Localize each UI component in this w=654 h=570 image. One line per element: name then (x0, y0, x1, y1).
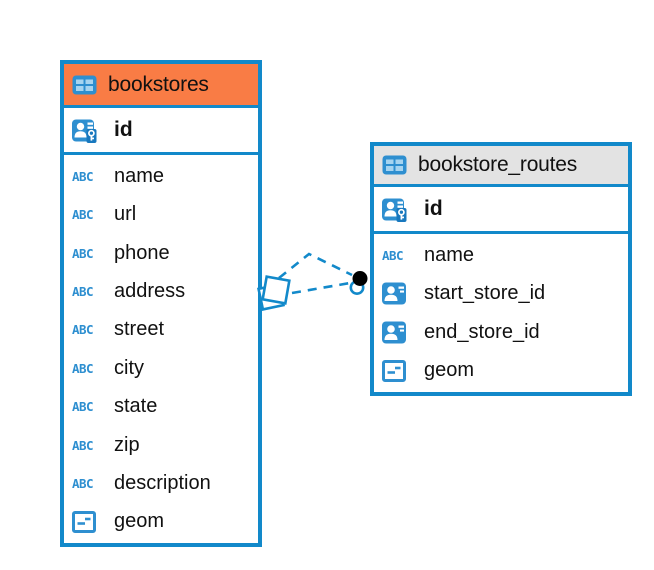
column-label: street (114, 318, 165, 341)
text-type-icon: ABC (382, 247, 404, 263)
relation-line-lower[interactable] (291, 281, 351, 295)
column-label: name (114, 164, 165, 187)
relation-source-diamond-marker[interactable] (257, 275, 291, 311)
table-title: bookstores (108, 72, 209, 96)
column-row-url[interactable]: ABC url (64, 195, 258, 233)
text-type-icon: ABC (72, 437, 94, 453)
column-row-pk-id[interactable]: id (64, 108, 258, 155)
geometry-type-icon (72, 510, 105, 533)
column-row-pk-id[interactable]: id (374, 187, 628, 234)
column-label: end_store_id (424, 320, 540, 343)
column-row-start-store-id[interactable]: start_store_id (374, 275, 628, 314)
column-label: state (114, 395, 158, 418)
text-type-icon: ABC (72, 399, 94, 415)
column-row-name[interactable]: ABC name (64, 157, 258, 195)
column-row-phone[interactable]: ABC phone (64, 234, 258, 272)
column-row-geom[interactable]: geom (374, 352, 628, 391)
text-type-icon: ABC (72, 207, 94, 223)
column-label: zip (114, 433, 140, 456)
table-header-bookstores[interactable]: bookstores (64, 64, 258, 108)
table-bookstores[interactable]: bookstores id ABC (60, 60, 262, 547)
text-type-icon: ABC (72, 245, 94, 261)
column-row-street[interactable]: ABC street (64, 311, 258, 349)
text-type-icon: ABC (72, 360, 94, 376)
geometry-type-icon (382, 359, 415, 382)
column-label: start_store_id (424, 282, 546, 305)
column-label: geom (424, 359, 475, 382)
column-row-zip[interactable]: ABC zip (64, 426, 258, 464)
relation-target-dot-marker[interactable] (349, 271, 368, 295)
column-row-address[interactable]: ABC address (64, 272, 258, 310)
column-label: name (424, 243, 475, 266)
column-list: ABC name ABC url ABC phone ABC address A… (64, 155, 258, 543)
column-row-state[interactable]: ABC state (64, 387, 258, 425)
text-type-icon: ABC (72, 168, 94, 184)
primary-key-person-icon (72, 118, 105, 143)
person-reference-icon (382, 321, 415, 344)
column-label: url (114, 203, 137, 226)
table-header-bookstore-routes[interactable]: bookstore_routes (374, 146, 628, 187)
table-icon (382, 155, 409, 175)
column-row-end-store-id[interactable]: end_store_id (374, 313, 628, 352)
table-title: bookstore_routes (418, 153, 578, 176)
column-label: address (114, 279, 186, 302)
column-label: city (114, 356, 144, 379)
column-list: ABC name start_store_id (374, 234, 628, 392)
person-reference-icon (382, 282, 415, 305)
text-type-icon: ABC (72, 475, 94, 491)
column-label: id (114, 118, 133, 141)
column-row-description[interactable]: ABC description (64, 464, 258, 502)
relation-line-upper[interactable] (278, 252, 353, 280)
table-bookstore-routes[interactable]: bookstore_routes id ABC (370, 142, 632, 396)
text-type-icon: ABC (72, 322, 94, 338)
text-type-icon: ABC (72, 283, 94, 299)
column-label: id (424, 197, 443, 220)
column-row-name[interactable]: ABC name (374, 236, 628, 275)
primary-key-person-icon (382, 197, 415, 222)
column-label: geom (114, 510, 165, 533)
column-row-city[interactable]: ABC city (64, 349, 258, 387)
column-label: phone (114, 241, 170, 264)
table-icon (72, 75, 99, 95)
column-row-geom[interactable]: geom (64, 503, 258, 541)
column-label: description (114, 471, 211, 494)
